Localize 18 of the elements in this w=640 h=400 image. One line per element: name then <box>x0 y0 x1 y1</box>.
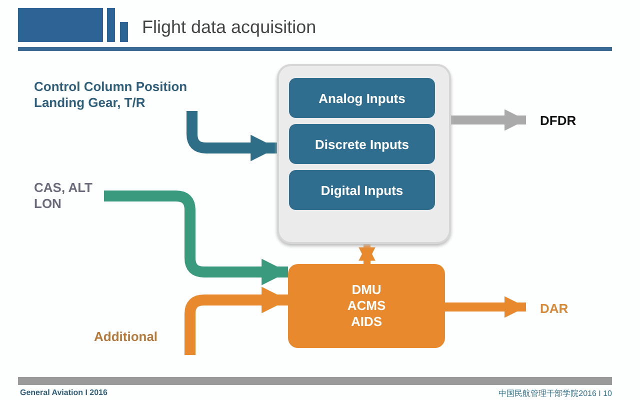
input-label: CAS, ALT LON <box>34 180 104 214</box>
footer-text: General Aviation I 2016 <box>20 388 108 397</box>
processing-box: DMU ACMS AIDS <box>288 264 445 348</box>
arrow <box>451 109 526 131</box>
input-box: Digital Inputs <box>289 170 435 210</box>
title: Flight data acquisition <box>142 17 316 38</box>
input-box: Discrete Inputs <box>289 124 435 164</box>
arrow <box>104 190 288 286</box>
input-label: Additional <box>94 329 196 355</box>
arrow <box>445 296 526 318</box>
output-label: DFDR <box>526 113 596 128</box>
arrow <box>358 244 376 264</box>
footer-text: 中国民航管理干部学院2016 I 10 <box>498 388 612 399</box>
input-label: Control Column Position Landing Gear, T/R <box>34 79 234 111</box>
unit-panel <box>277 64 451 244</box>
input-box: Analog Inputs <box>289 78 435 118</box>
arrow <box>184 286 288 355</box>
output-label: DAR <box>526 301 596 316</box>
